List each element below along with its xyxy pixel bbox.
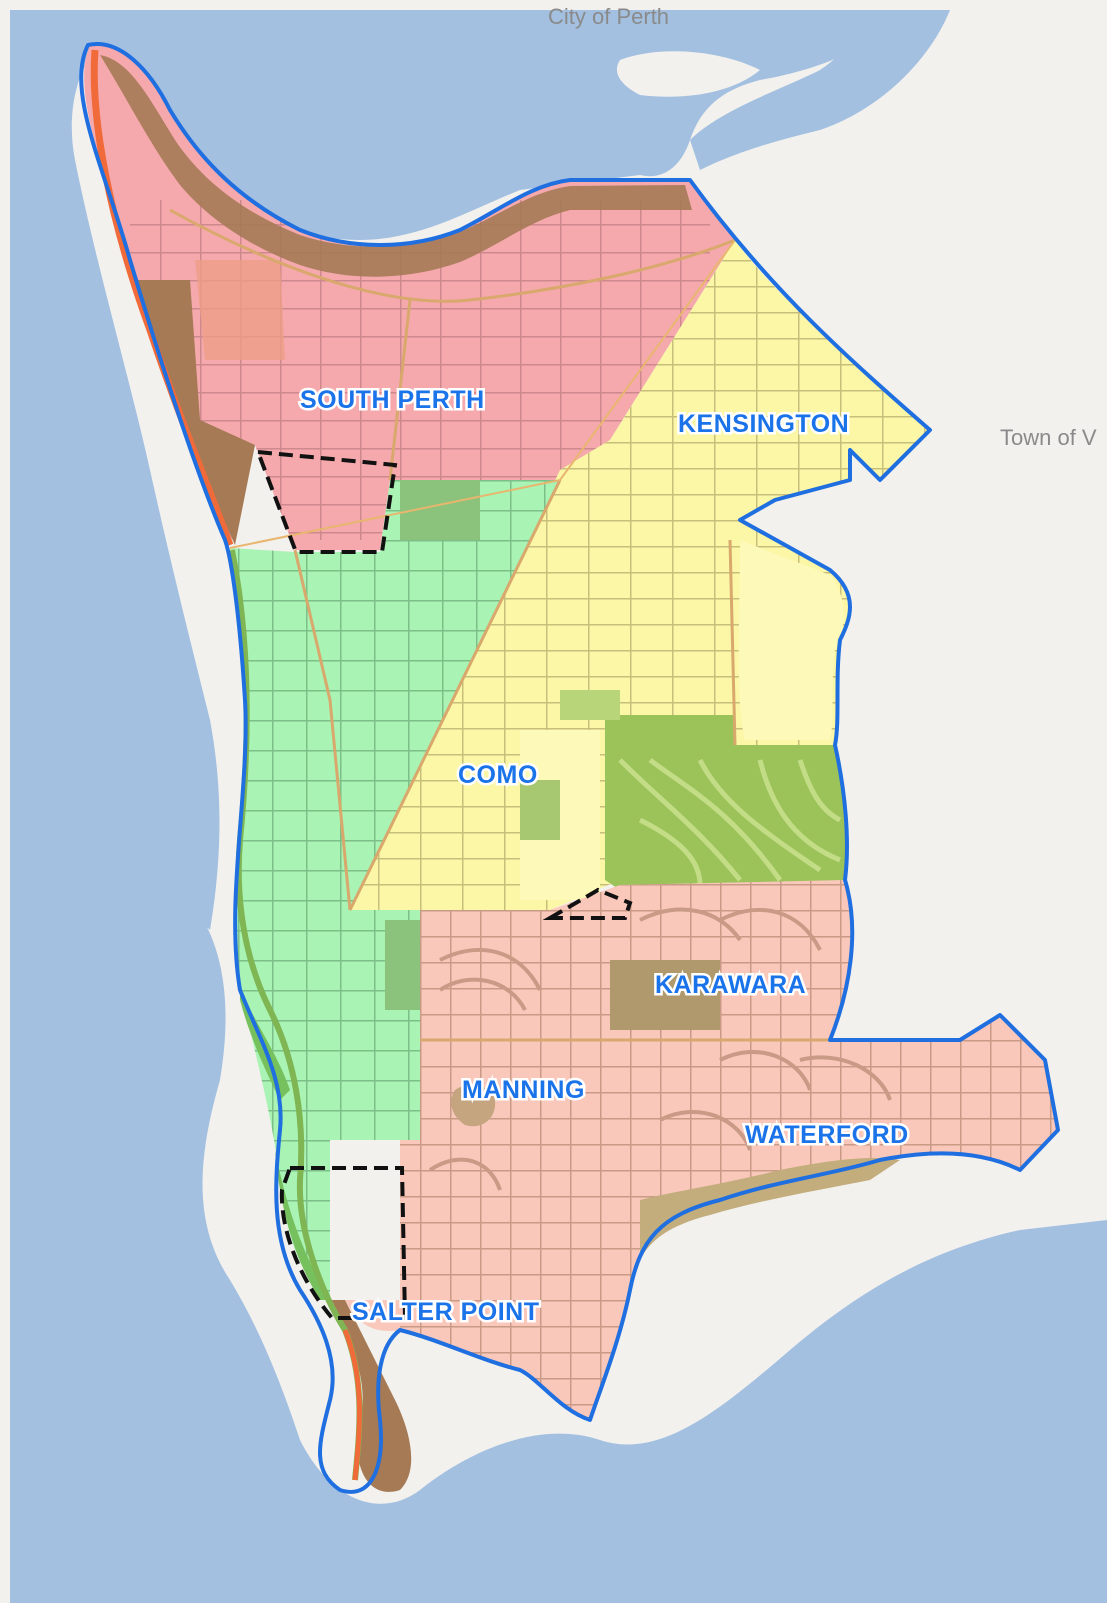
curved-streets — [428, 907, 892, 1191]
label-karawara[interactable]: KARAWARA — [653, 969, 809, 1002]
label-salter-point[interactable]: SALTER POINT — [350, 1296, 542, 1329]
salter-point-foreshore — [330, 1300, 412, 1492]
city-boundary — [79, 42, 1060, 1494]
label-manning[interactable]: MANNING — [460, 1074, 587, 1107]
label-south-perth[interactable]: SOUTH PERTH — [298, 384, 487, 417]
parkland-como-small — [560, 690, 620, 720]
dashed-area-south-perth[interactable] — [254, 449, 398, 554]
river-left-channel — [10, 860, 184, 1490]
green-freeway-verge — [240, 990, 330, 1300]
dashed-area-salter-point[interactable] — [279, 1166, 408, 1320]
label-kensington[interactable]: KENSINGTON — [676, 408, 852, 441]
waterford-foreshore — [640, 1158, 900, 1260]
river-right-inlet — [1020, 1230, 1107, 1360]
label-como[interactable]: COMO — [456, 759, 540, 792]
freeway-south-tip — [342, 1329, 362, 1481]
foreshore-north — [100, 55, 692, 277]
karawara-reserve — [610, 960, 720, 1030]
label-waterford[interactable]: WATERFORD — [743, 1119, 911, 1152]
como-open-space-1 — [738, 540, 844, 740]
label-town-of: Town of V — [1000, 425, 1097, 450]
dashed-areas — [254, 449, 633, 1320]
main-roads — [169, 208, 960, 1042]
manning-reserve — [451, 1084, 496, 1127]
parkland-como-left — [520, 780, 560, 840]
golf-fairways — [618, 757, 842, 886]
suburb-divisions — [229, 239, 736, 549]
island-top — [616, 51, 760, 97]
foreshore-west — [130, 280, 255, 545]
label-city-of-perth: City of Perth — [548, 4, 669, 29]
canning-river-water — [10, 847, 1107, 1603]
river-water — [10, 10, 877, 930]
dashed-area-como[interactable] — [542, 887, 633, 920]
green-park-2 — [385, 920, 420, 1010]
south-perth-salmon — [195, 260, 285, 360]
river-top-right — [690, 10, 950, 170]
